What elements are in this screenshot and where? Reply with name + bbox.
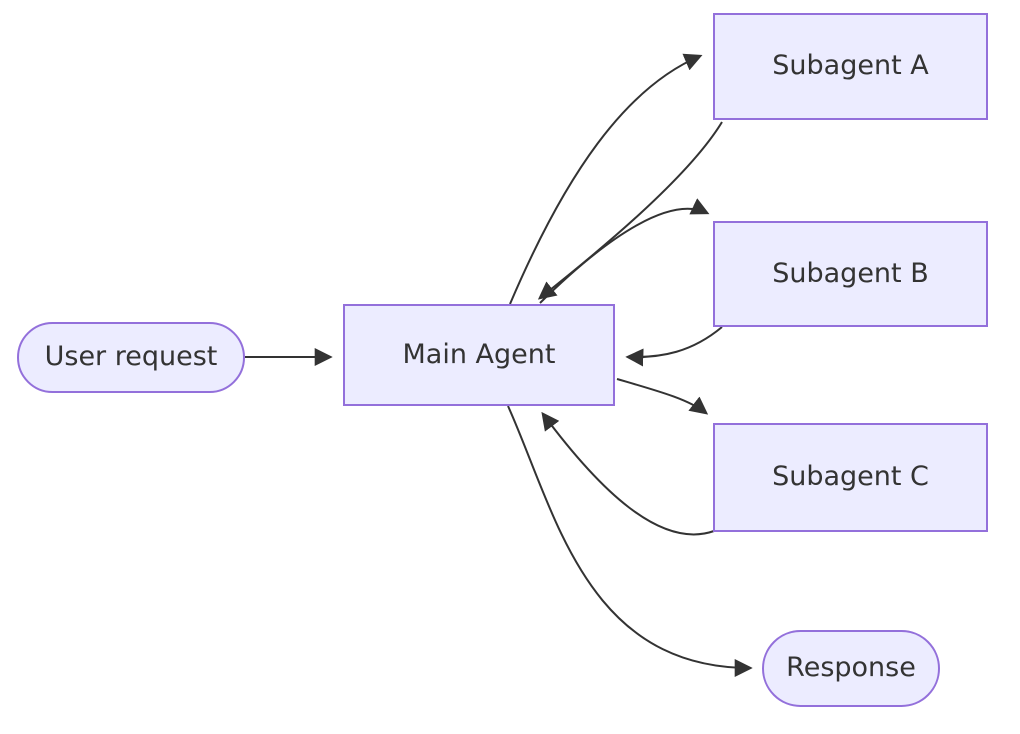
node-subagent-b-label: Subagent B — [772, 257, 929, 289]
edge-main-agent-to-subagent-a — [509, 53, 703, 305]
edge-subagent-a-to-main-agent — [537, 121, 723, 300]
node-user-request: User request — [17, 322, 245, 393]
node-subagent-a: Subagent A — [713, 13, 988, 120]
node-response: Response — [762, 630, 940, 707]
edge-main-agent-to-response — [507, 405, 753, 677]
node-subagent-a-label: Subagent A — [772, 50, 929, 82]
node-subagent-c-label: Subagent C — [772, 461, 929, 493]
node-main-agent-label: Main Agent — [402, 338, 556, 370]
node-response-label: Response — [786, 652, 916, 684]
edge-subagent-c-to-main-agent — [541, 411, 715, 536]
node-main-agent: Main Agent — [343, 304, 615, 406]
node-user-request-label: User request — [44, 341, 218, 373]
node-subagent-b: Subagent B — [713, 221, 988, 327]
edge-subagent-b-to-main-agent — [625, 326, 723, 367]
node-subagent-c: Subagent C — [713, 423, 988, 532]
edge-main-agent-to-subagent-b — [539, 198, 710, 304]
edge-main-agent-to-subagent-c — [616, 378, 709, 415]
